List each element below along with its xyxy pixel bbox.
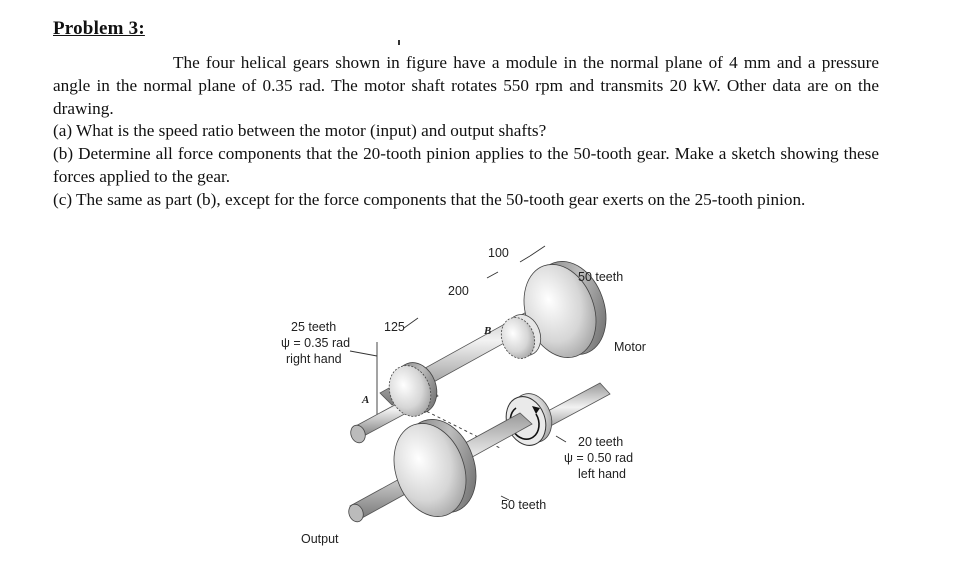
label-motor-pinion-teeth: 20 teeth xyxy=(578,435,624,449)
label-motor-pinion-helix: ψ = 0.50 rad xyxy=(564,451,634,465)
stray-mark xyxy=(398,40,400,45)
dimension-200: 200 xyxy=(448,284,469,298)
label-motor-pinion-hand: left hand xyxy=(578,467,626,481)
question-c: (c) The same as part (b), except for the… xyxy=(53,189,806,209)
problem-intro: The four helical gears shown in figure h… xyxy=(53,53,879,118)
question-a: (a) What is the speed ratio between the … xyxy=(53,121,547,141)
label-pinion-a-teeth: 25 teeth xyxy=(291,320,337,334)
label-motor: Motor xyxy=(614,340,646,354)
dimension-125: 125 xyxy=(384,320,405,334)
question-b: (b) Determine all force components that … xyxy=(53,144,879,186)
label-point-b: B xyxy=(484,325,492,337)
gear-train-figure: 100 200 125 50 teeth Motor 25 teeth ψ = … xyxy=(270,238,690,558)
pinion-a-25-teeth xyxy=(350,362,439,444)
dimension-100: 100 xyxy=(488,246,509,260)
label-gear-50-teeth-top: 50 teeth xyxy=(578,270,624,284)
output-gear-50-teeth xyxy=(348,412,533,523)
problem-title: Problem 3: xyxy=(53,18,145,39)
label-output: Output xyxy=(301,532,339,546)
gear-train-drawing xyxy=(348,245,611,523)
label-pinion-a-hand: right hand xyxy=(286,352,342,366)
problem-statement: The four helical gears shown in figure h… xyxy=(53,52,879,212)
label-pinion-a-helix: ψ = 0.35 rad xyxy=(281,336,351,350)
label-gear-50-teeth-bottom: 50 teeth xyxy=(501,498,547,512)
label-point-a: A xyxy=(362,394,370,406)
